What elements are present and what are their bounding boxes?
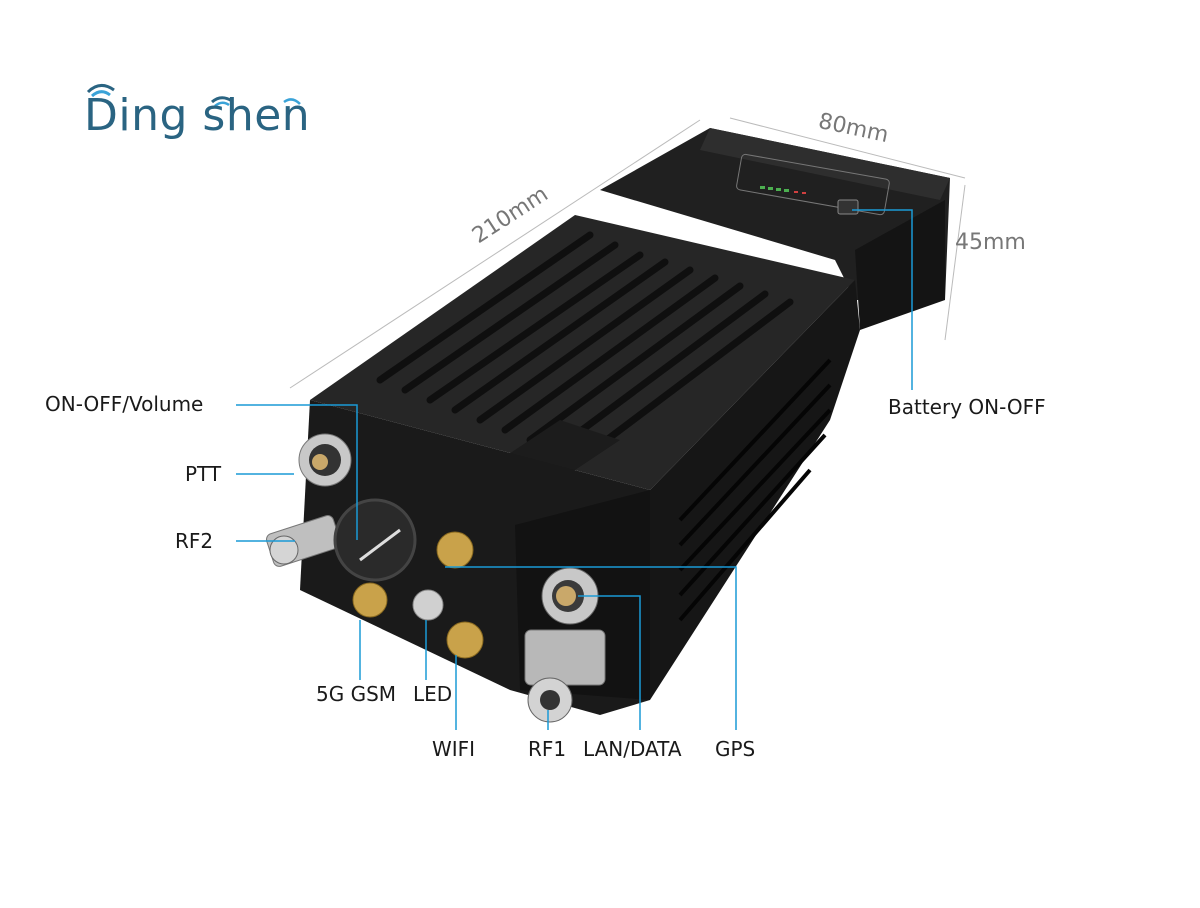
rf1-connector bbox=[524, 629, 606, 686]
led-indicator bbox=[412, 589, 444, 621]
label-wifi: WIFI bbox=[432, 737, 476, 761]
label-on-off-volume: ON-OFF/Volume bbox=[45, 392, 204, 416]
label-rf1: RF1 bbox=[528, 737, 567, 761]
label-5g-gsm: 5G GSM bbox=[316, 682, 397, 706]
label-rf2: RF2 bbox=[175, 529, 214, 553]
dimension-line-width bbox=[729, 117, 966, 179]
wifi-signal-icon bbox=[86, 84, 301, 107]
label-lan-data: LAN/DATA bbox=[583, 737, 682, 761]
volume-knob[interactable] bbox=[333, 498, 417, 582]
wifi-connector bbox=[446, 621, 484, 659]
leader-lines bbox=[236, 209, 913, 730]
battery-level-leds bbox=[760, 186, 806, 194]
dimension-height: 45mm bbox=[955, 230, 1026, 255]
dimension-line-length bbox=[289, 119, 701, 389]
label-gps: GPS bbox=[715, 737, 756, 761]
battery-power-button[interactable] bbox=[837, 199, 859, 215]
brand-name: Ding shen bbox=[84, 90, 311, 141]
dimension-line-height bbox=[944, 184, 966, 341]
gps-connector bbox=[436, 531, 474, 569]
label-ptt: PTT bbox=[185, 462, 222, 486]
cooling-fins bbox=[376, 231, 794, 464]
label-battery-on-off: Battery ON-OFF bbox=[888, 395, 1046, 419]
gsm-connector bbox=[352, 582, 388, 618]
brand-logo: Ding shen bbox=[84, 84, 314, 144]
device-top bbox=[310, 215, 855, 490]
label-led: LED bbox=[413, 682, 453, 706]
